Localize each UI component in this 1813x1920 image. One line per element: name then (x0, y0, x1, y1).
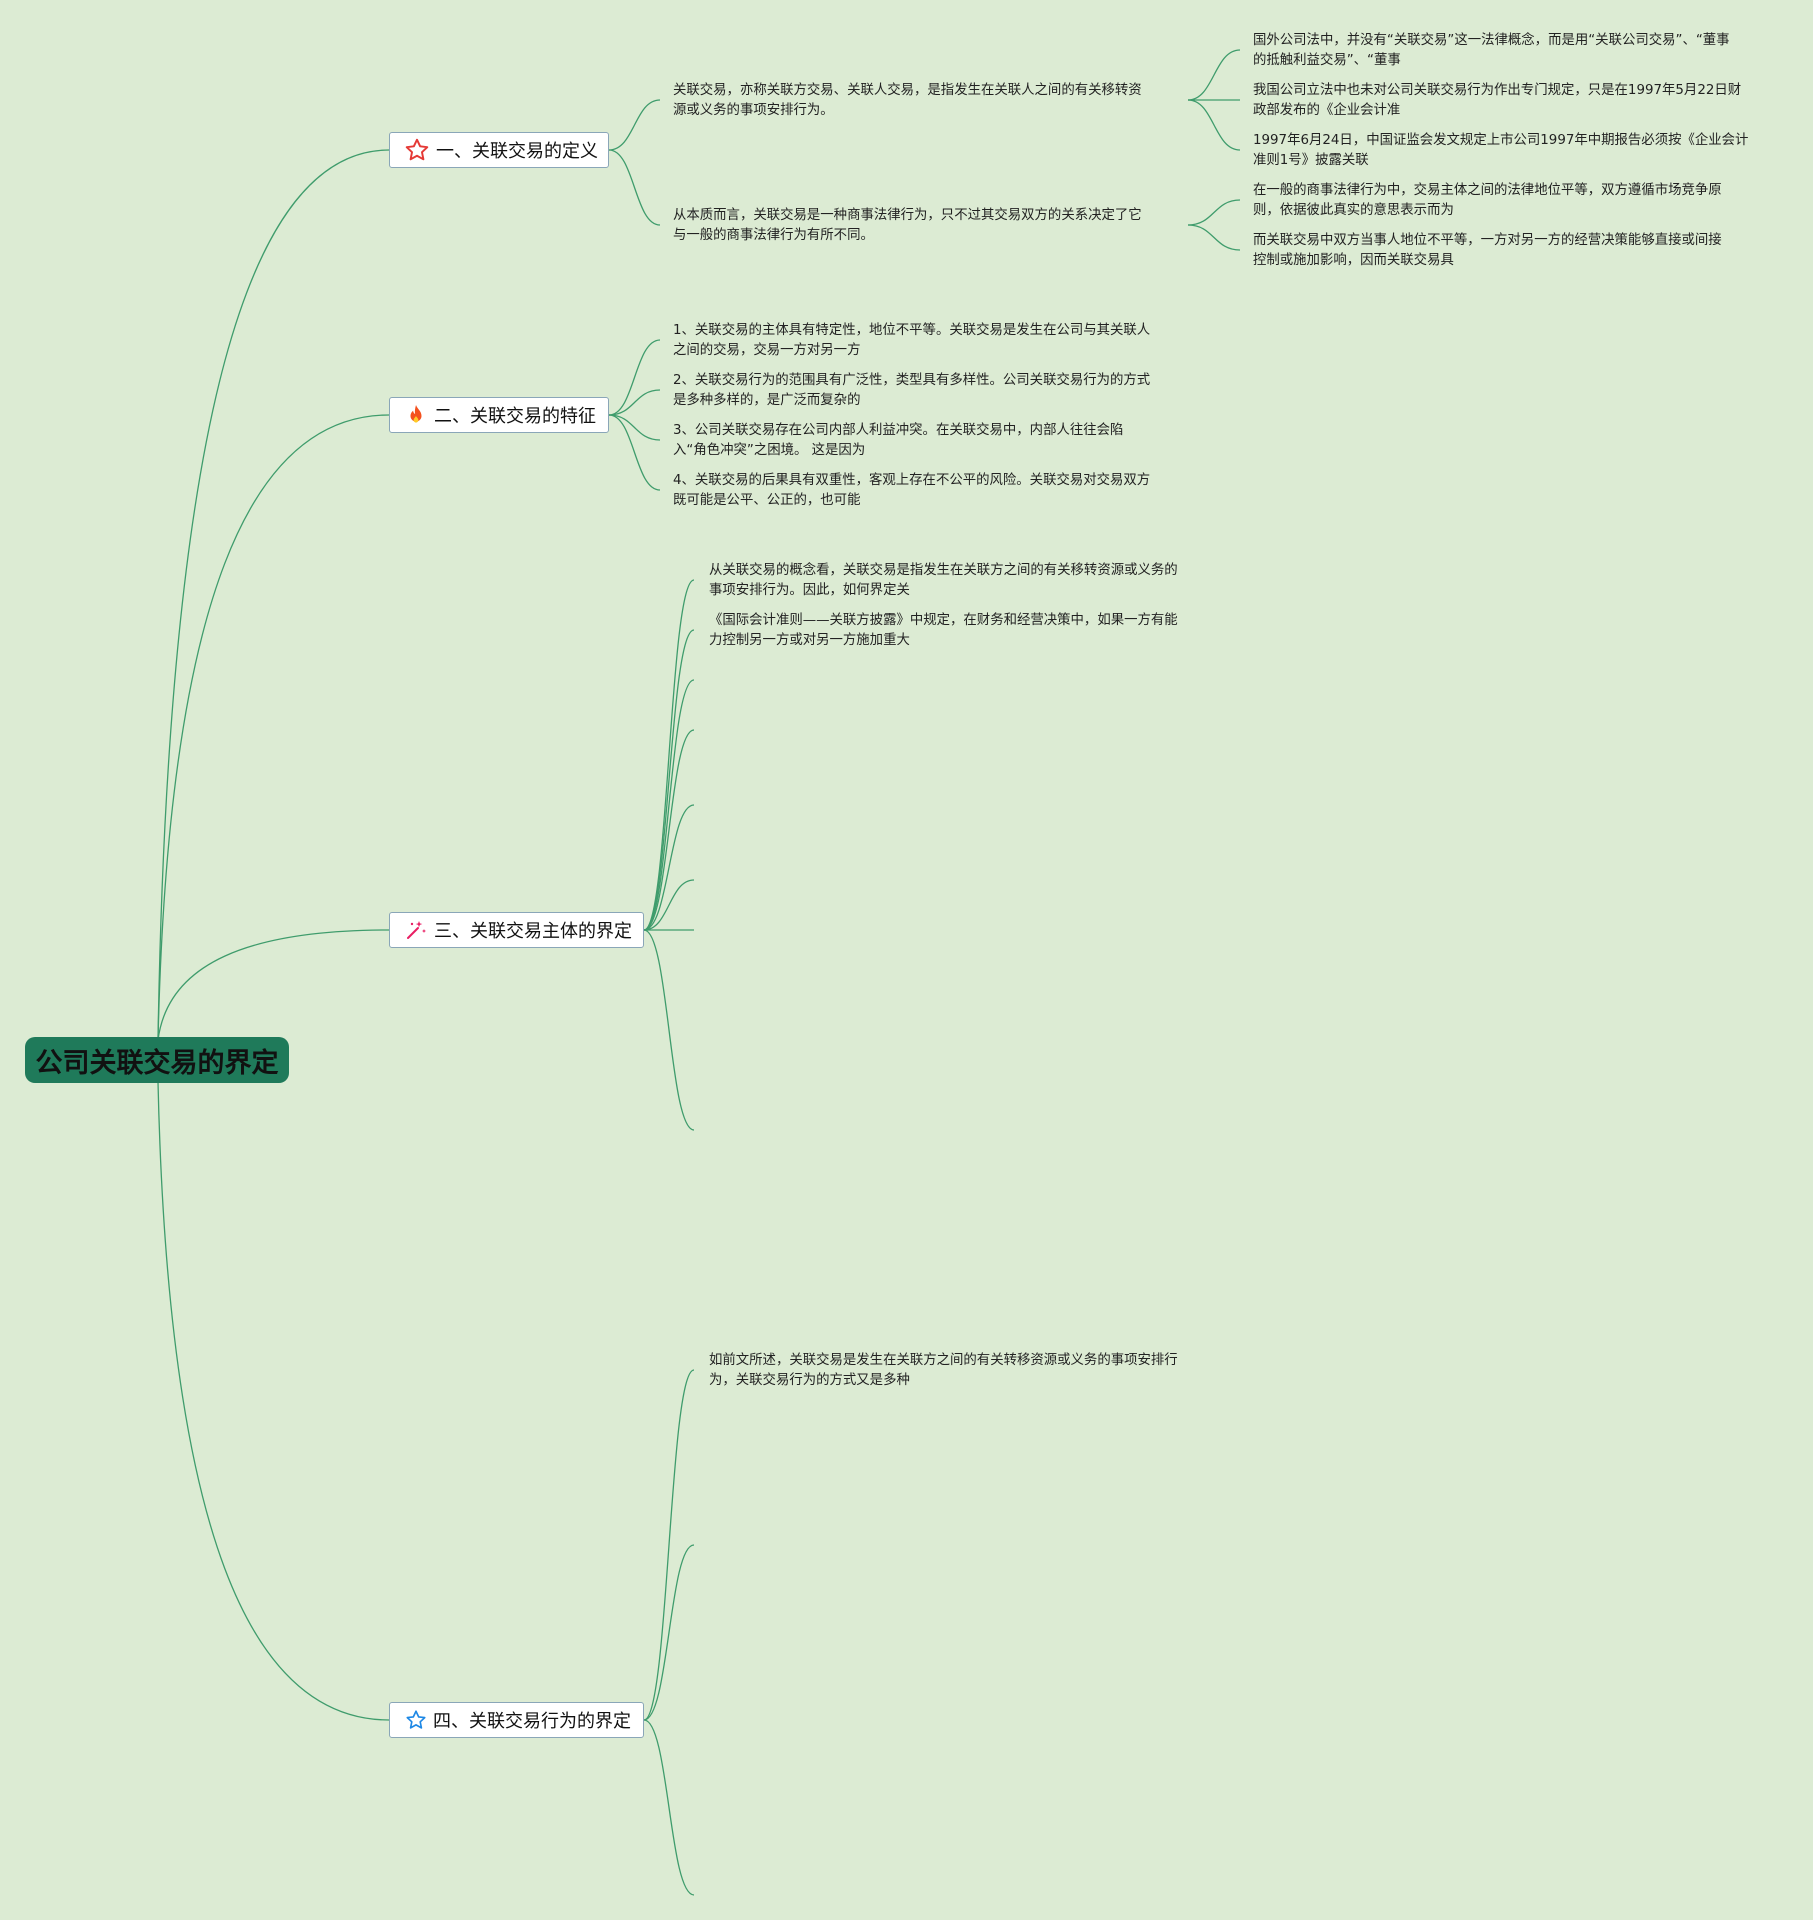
link-branch3-child-5 (643, 804, 695, 931)
leaf-subject-2[interactable]: 《国际会计准则——关联方披露》中规定，在财务和经营决策中，如果一方有能 力控制另… (709, 613, 1178, 648)
link-branch4-child-3 (643, 1719, 695, 1896)
link-branch3-child-4 (643, 729, 695, 931)
link-b1c1-grandchild-3 (1187, 99, 1241, 151)
leaf-definition-1-2[interactable]: 我国公司立法中也未对公司关联交易行为作出专门规定，只是在1997年5月22日财 … (1253, 83, 1742, 118)
link-branch3-child-1 (643, 579, 695, 931)
link-b1c2-grandchild-1 (1187, 199, 1241, 226)
leaf-characteristic-4[interactable]: 4、关联交易的后果具有双重性，客观上存在不公平的风险。关联交易对交易双方 既可能… (673, 473, 1151, 508)
leaf-definition-2[interactable]: 从本质而言，关联交易是一种商事法律行为，只不过其交易双方的关系决定了它 与一般的… (673, 208, 1142, 243)
leaf-subject-1[interactable]: 从关联交易的概念看，关联交易是指发生在关联方之间的有关移转资源或义务的 事项安排… (709, 563, 1178, 598)
leaf-definition-1-3[interactable]: 1997年6月24日，中国证监会发文规定上市公司1997年中期报告必须按《企业会… (1253, 133, 1749, 168)
link-root-branch-3 (157, 929, 390, 1041)
root-topic-label: 公司关联交易的界定 (35, 1047, 279, 1079)
star-outline-blue-icon (404, 1707, 427, 1733)
leaf-characteristic-3[interactable]: 3、公司关联交易存在公司内部人利益冲突。在关联交易中，内部人往往会陷 入“角色冲… (673, 423, 1124, 458)
leaf-characteristic-1[interactable]: 1、关联交易的主体具有特定性，地位不平等。关联交易是发生在公司与其关联人 之间的… (673, 323, 1151, 358)
link-b1c1-grandchild-1 (1187, 49, 1241, 101)
link-branch3-child-2 (643, 629, 695, 931)
link-branch1-child-2 (608, 149, 661, 226)
leaf-definition-1-1[interactable]: 国外公司法中，并没有“关联交易”这一法律概念，而是用“关联公司交易”、“董事 的… (1253, 33, 1730, 68)
link-branch1-child-1 (608, 99, 661, 151)
link-branch2-child-2 (608, 389, 661, 416)
branch-label: 三、关联交易主体的界定 (434, 921, 632, 942)
link-root-branch-2 (157, 414, 390, 1041)
root-topic[interactable]: 公司关联交易的界定 (25, 1037, 289, 1083)
link-branch2-child-1 (608, 339, 661, 416)
fire-icon (404, 402, 428, 428)
branch-behavior-definition[interactable]: 四、关联交易行为的界定 (389, 1702, 644, 1738)
link-branch3-child-6 (643, 879, 695, 931)
link-branch4-child-1 (643, 1369, 695, 1721)
link-root-branch-4 (157, 1081, 390, 1721)
leaf-characteristic-2[interactable]: 2、关联交易行为的范围具有广泛性，类型具有多样性。公司关联交易行为的方式 是多种… (673, 373, 1151, 408)
branch-characteristics[interactable]: 二、关联交易的特征 (389, 397, 609, 433)
branch-label: 四、关联交易行为的界定 (433, 1711, 631, 1732)
leaf-definition-2-1[interactable]: 在一般的商事法律行为中，交易主体之间的法律地位平等，双方遵循市场竞争原 则，依据… (1253, 183, 1722, 218)
link-b1c2-grandchild-2 (1187, 224, 1241, 251)
link-branch2-child-4 (608, 414, 661, 491)
leaf-behavior-1[interactable]: 如前文所述，关联交易是发生在关联方之间的有关转移资源或义务的事项安排行 为，关联… (709, 1353, 1178, 1388)
branch-label: 二、关联交易的特征 (434, 406, 596, 427)
link-branch4-child-2 (643, 1544, 695, 1721)
branch-definition[interactable]: 一、关联交易的定义 (389, 132, 609, 168)
sparkle-icon (404, 917, 428, 943)
link-branch3-child-3 (643, 679, 695, 931)
star-outline-icon (404, 137, 430, 163)
link-branch2-child-3 (608, 414, 661, 441)
branch-subject-definition[interactable]: 三、关联交易主体的界定 (389, 912, 644, 948)
link-branch3-child-8 (643, 929, 695, 1131)
leaf-definition-2-2[interactable]: 而关联交易中双方当事人地位不平等，一方对另一方的经营决策能够直接或间接 控制或施… (1253, 233, 1722, 268)
link-root-branch-1 (157, 149, 390, 1041)
leaf-definition-1[interactable]: 关联交易，亦称关联方交易、关联人交易，是指发生在关联人之间的有关移转资 源或义务… (673, 83, 1142, 118)
branch-label: 一、关联交易的定义 (436, 141, 598, 162)
